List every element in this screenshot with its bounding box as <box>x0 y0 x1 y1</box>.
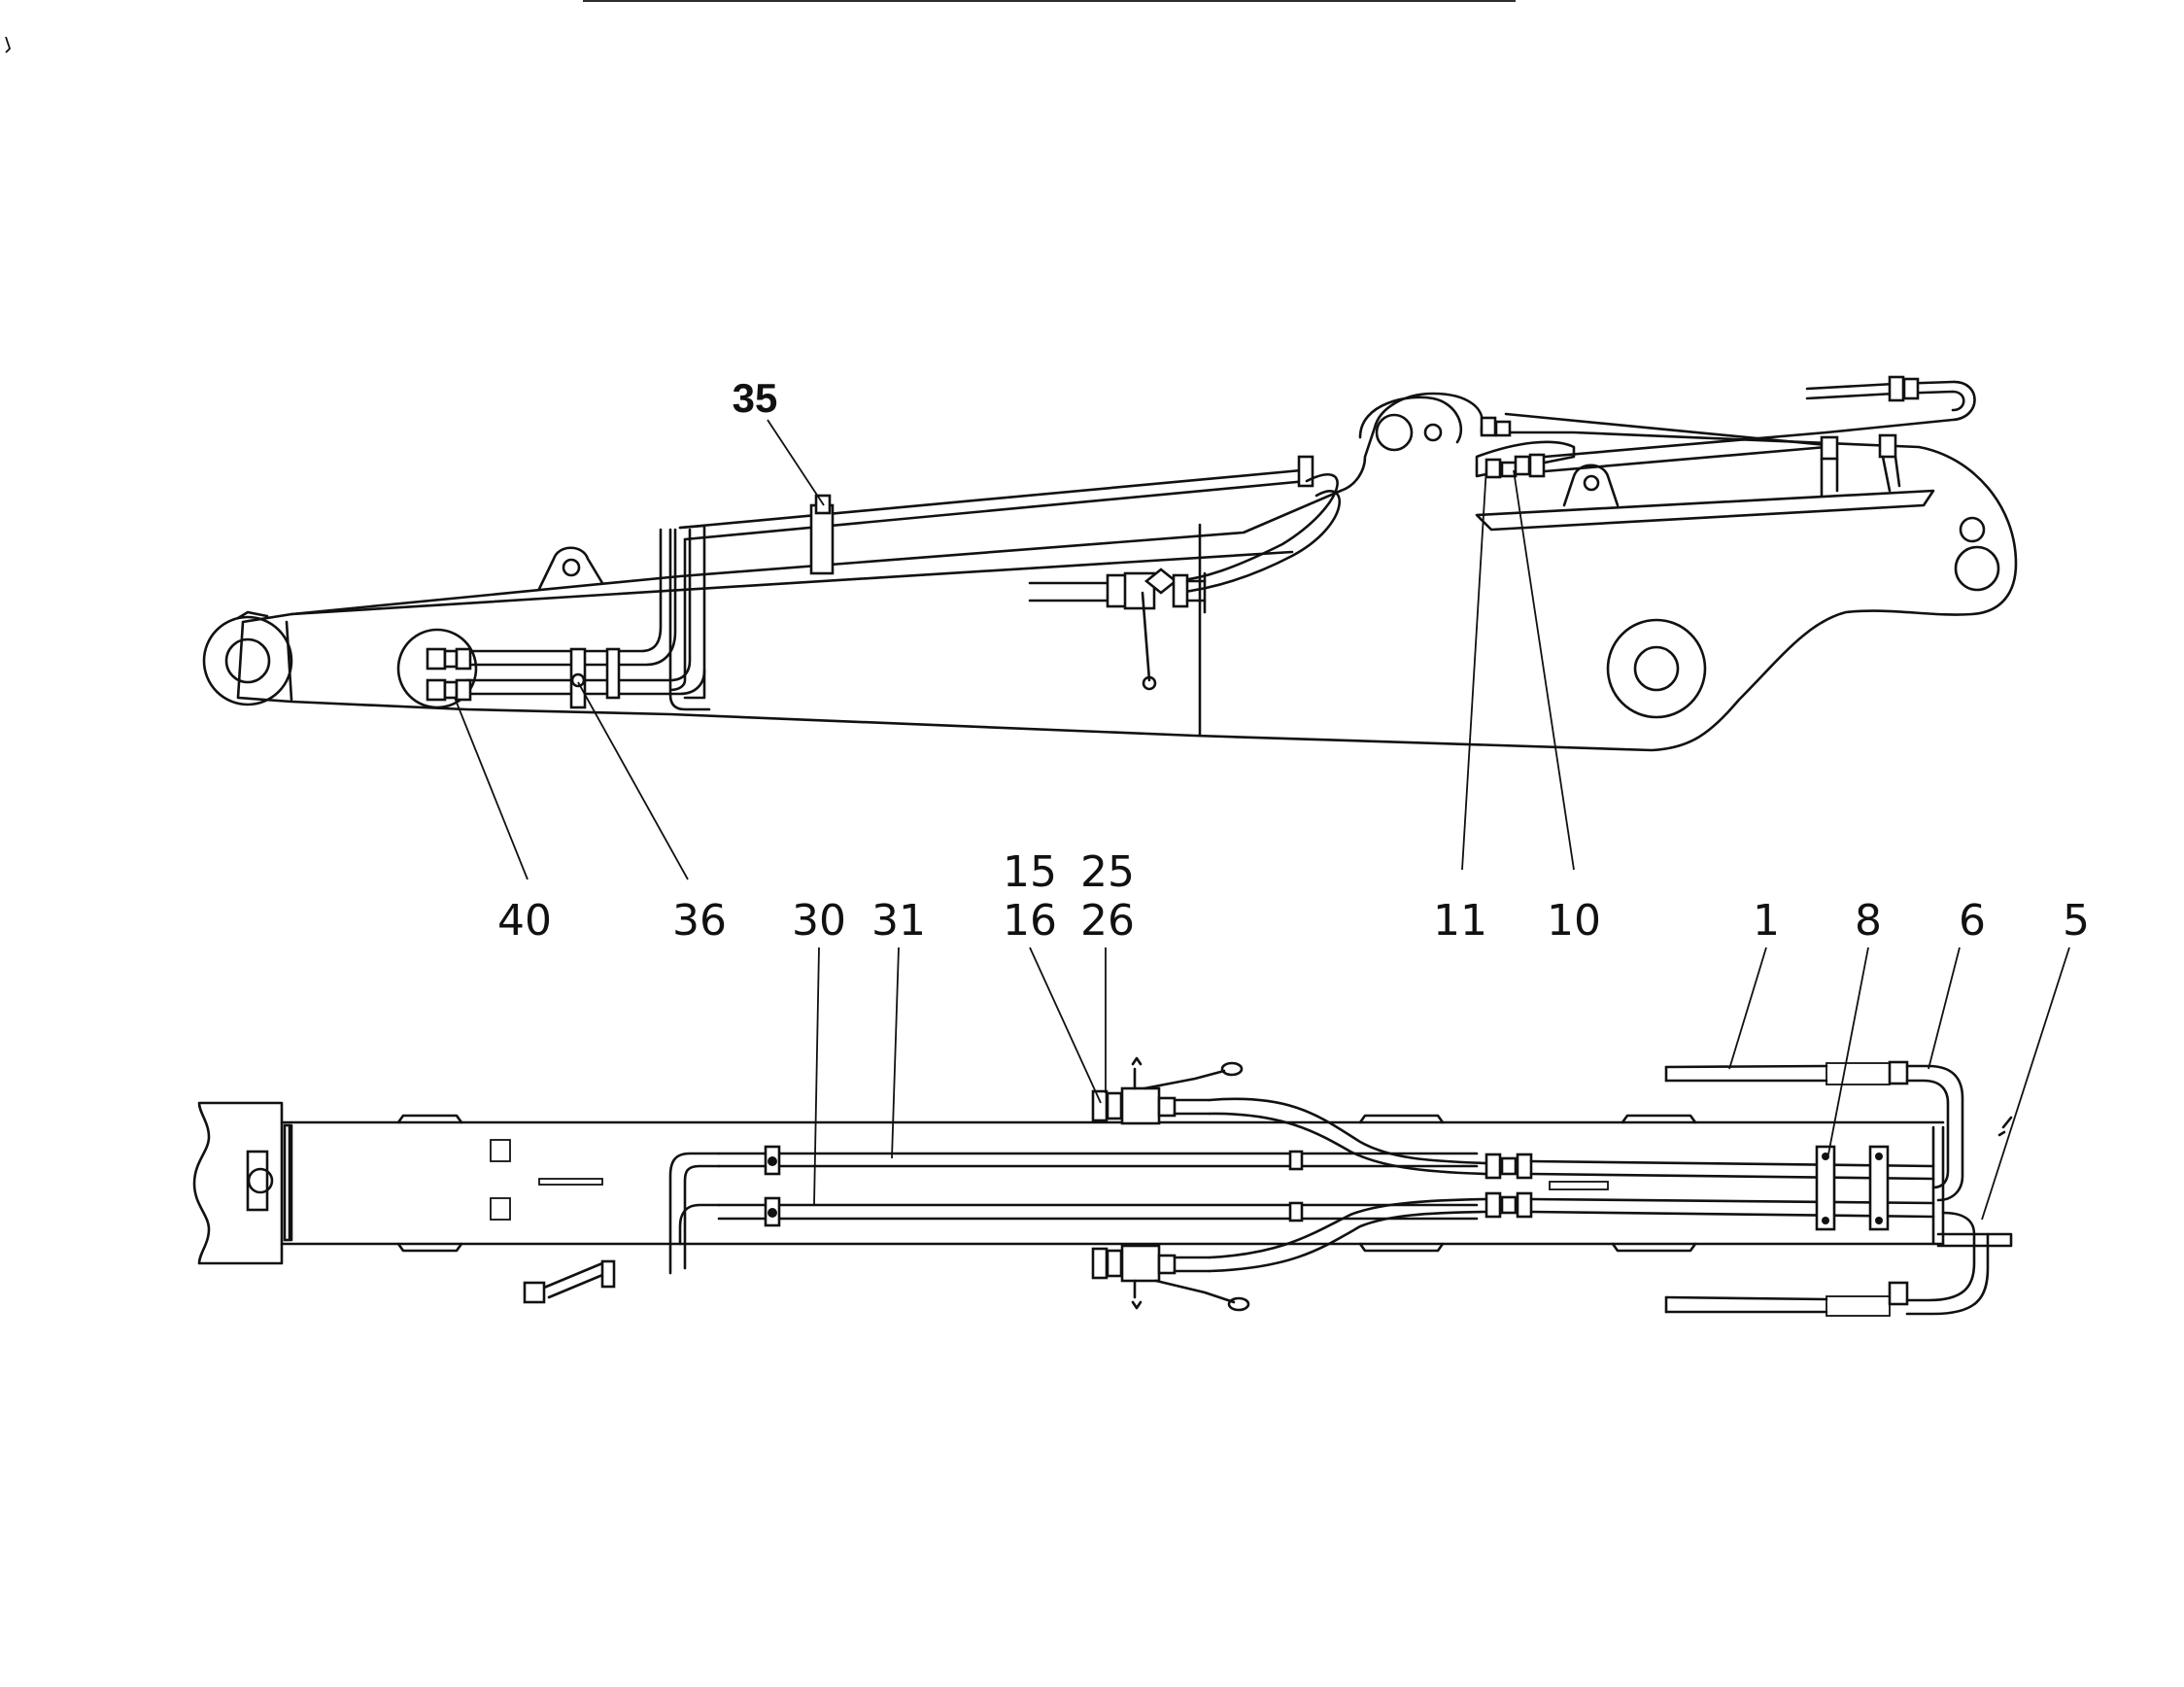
pin-head <box>246 1150 269 1212</box>
callout-10: 10 <box>1547 896 1601 946</box>
callout-25: 25 <box>1080 847 1135 897</box>
boom-top-view <box>192 1056 2013 1317</box>
right-top-hoses <box>1805 375 1976 498</box>
callout-5: 5 <box>2063 896 2090 946</box>
lifting-eye <box>537 546 604 591</box>
right-u-tubes <box>1664 1060 2013 1317</box>
callout-26: 26 <box>1080 896 1135 946</box>
foot-pivot <box>1606 618 1707 719</box>
callout-40: 40 <box>497 896 552 946</box>
center-fittings <box>1484 1153 1935 1219</box>
callout-6: 6 <box>1959 896 1986 946</box>
fittings-10-11 <box>1480 412 1828 479</box>
cylinder-pivot <box>1375 413 1414 452</box>
shutoff-valves-top <box>1091 1056 1488 1312</box>
callout-16: 16 <box>1003 896 1057 946</box>
boom-top-outline <box>192 1101 284 1265</box>
boom-side-view <box>202 375 2018 752</box>
callout-35: 35 <box>733 375 778 421</box>
callout-11: 11 <box>1433 896 1487 946</box>
callout-36: 36 <box>672 896 727 946</box>
shutoff-valve-side <box>1028 568 1207 691</box>
callout-30: 30 <box>792 896 846 946</box>
lower-pipes-side <box>426 528 706 709</box>
callout-1: 1 <box>1753 896 1780 946</box>
callout-8: 8 <box>1855 896 1882 946</box>
scan-edge-marks <box>5 0 1516 53</box>
callout-15: 15 <box>1003 847 1057 897</box>
top-tubes <box>523 1145 1479 1304</box>
boom-nose-eye <box>202 615 293 706</box>
clamps-8 <box>1815 1145 1890 1231</box>
callout-31: 31 <box>871 896 926 946</box>
boom-body-outline <box>236 392 2018 752</box>
leader-lines <box>454 419 2070 1221</box>
clamp-35 <box>809 503 835 575</box>
pivot-boss <box>396 628 478 709</box>
callout-labels: 35 40 36 11 10 30 31 15 16 25 26 1 8 6 5 <box>497 375 2090 946</box>
upper-hydraulic-tube <box>678 467 1314 541</box>
rear-eye <box>1954 545 2000 592</box>
